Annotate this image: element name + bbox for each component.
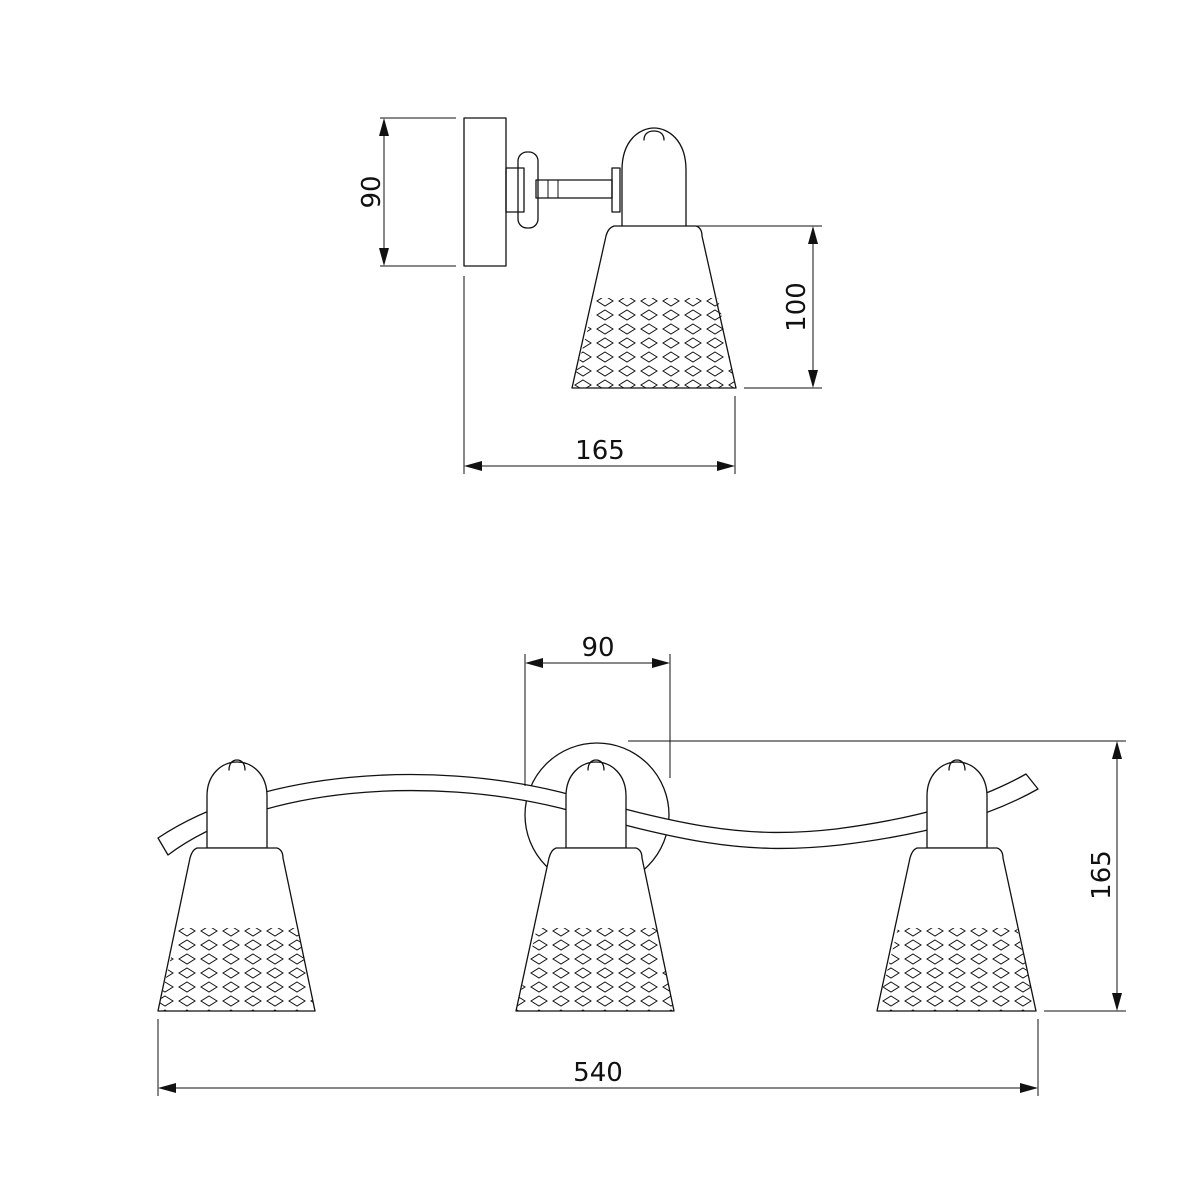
lamp-right-knob bbox=[948, 759, 966, 771]
mount-knuckle bbox=[505, 167, 525, 213]
dim-base-height-label: 90 bbox=[357, 175, 387, 208]
side-view: 90 100 165 bbox=[357, 117, 822, 474]
dim-shade-height: 100 bbox=[690, 225, 822, 389]
dim-projection: 165 bbox=[463, 276, 736, 474]
wall-plate bbox=[463, 117, 507, 267]
dim-total-width: 540 bbox=[157, 1019, 1039, 1096]
mount-bracket bbox=[517, 151, 539, 229]
dim-total-height-label: 165 bbox=[1087, 850, 1117, 900]
dim-base-width: 90 bbox=[524, 633, 671, 786]
dim-total-width-label: 540 bbox=[573, 1058, 623, 1088]
dim-total-height: 165 bbox=[628, 740, 1126, 1012]
lamp-left-knob bbox=[228, 759, 246, 771]
lamp-center-neck bbox=[565, 761, 627, 849]
dim-base-width-label: 90 bbox=[581, 633, 614, 663]
dim-shade-height-label: 100 bbox=[782, 282, 812, 332]
lamp-right-mesh bbox=[877, 928, 1036, 1011]
lamp-knob bbox=[643, 130, 665, 141]
lamp-center-knob bbox=[587, 759, 605, 771]
lamp-left bbox=[157, 759, 316, 1012]
lamp-center bbox=[515, 759, 675, 1012]
lamp-center-mesh bbox=[516, 928, 674, 1011]
dim-projection-label: 165 bbox=[575, 436, 625, 466]
lamp-left-mesh bbox=[158, 928, 315, 1011]
lamp-left-neck bbox=[206, 761, 268, 849]
lamp-right-neck bbox=[926, 761, 988, 849]
shade-mesh bbox=[572, 298, 736, 388]
arm-rod bbox=[535, 179, 613, 199]
front-view: 90 165 540 bbox=[157, 633, 1126, 1096]
swivel-plate bbox=[611, 167, 621, 213]
lamp-right bbox=[876, 759, 1037, 1012]
lamp-neck bbox=[621, 127, 687, 227]
dim-base-height: 90 bbox=[357, 117, 456, 267]
